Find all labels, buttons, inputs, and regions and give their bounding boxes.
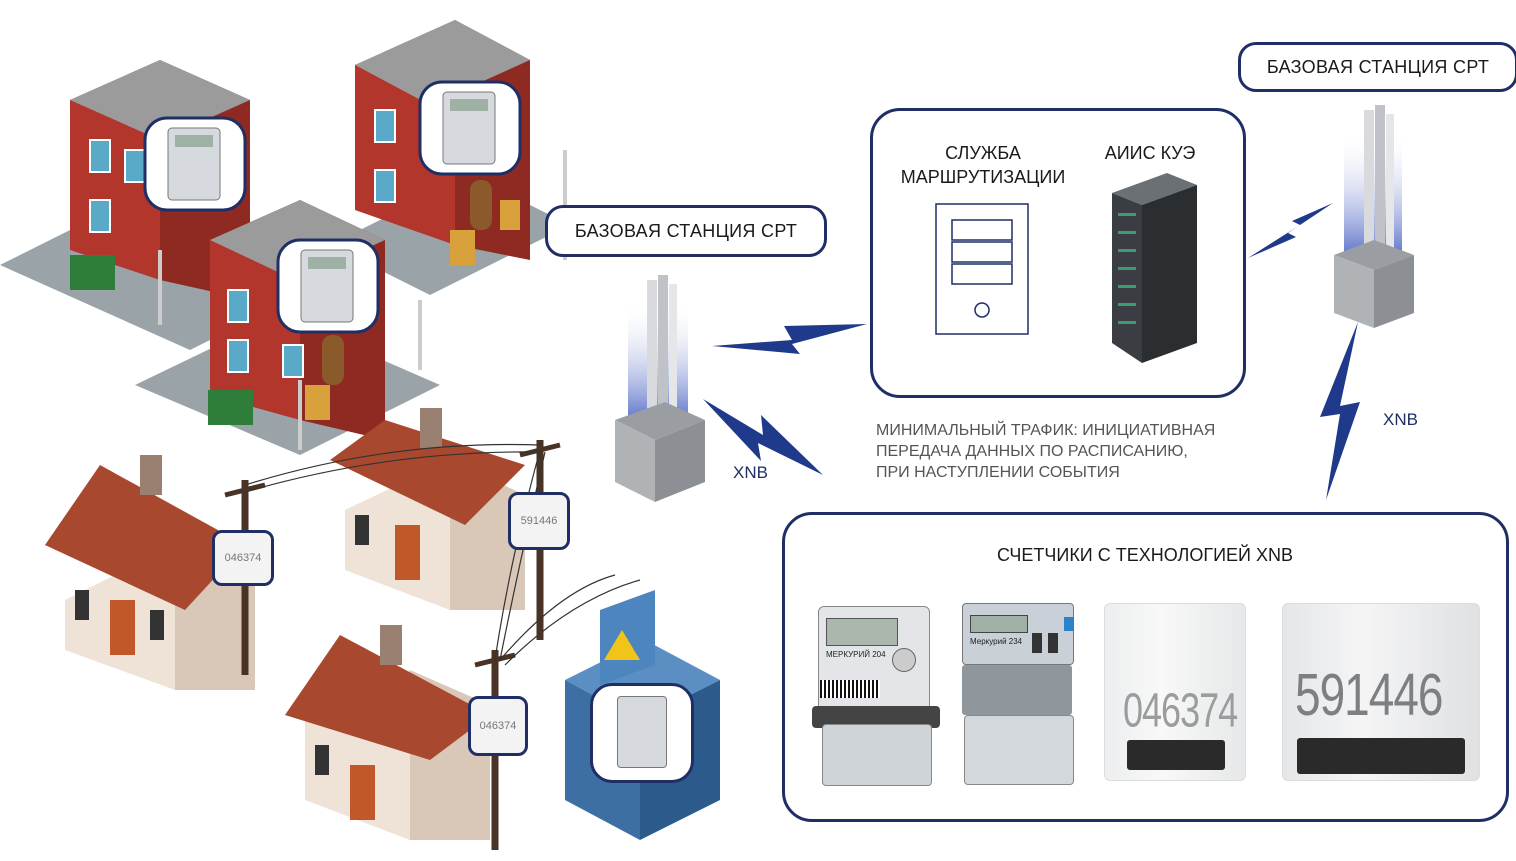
meter-046374: 046374 xyxy=(1104,603,1246,781)
lightning-bolt-right-1 xyxy=(1248,203,1333,258)
house-3 xyxy=(285,625,490,840)
aiis-label: АИИС КУЭ xyxy=(1104,143,1196,163)
lightning-bolt-left-2 xyxy=(703,399,823,475)
base-station-right-label: БАЗОВАЯ СТАНЦИЯ СРТ xyxy=(1238,42,1516,92)
meter-mercury-234: Меркурий 234 xyxy=(960,603,1082,785)
xnb-left-label: XNB xyxy=(733,463,768,482)
pole-meter-bottom: 046374 xyxy=(468,696,528,756)
lightning-bolt-left-1 xyxy=(712,324,867,354)
pole-meter-bottom-number: 046374 xyxy=(479,720,517,732)
traffic-note-line-1: МИНИМАЛЬНЫЙ ТРАФИК: ИНИЦИАТИВНАЯ xyxy=(876,422,1216,439)
base-station-left-label: БАЗОВАЯ СТАНЦИЯ СРТ xyxy=(545,205,827,257)
traffic-note-line-2: ПЕРЕДАЧА ДАННЫХ ПО РАСПИСАНИЮ, xyxy=(876,443,1188,460)
building-meter-badge-1 xyxy=(143,116,247,212)
meter-mercury-204: МЕРКУРИЙ 204 xyxy=(812,606,940,786)
kiosk-meter-badge xyxy=(590,683,694,783)
house-2 xyxy=(330,408,525,610)
building-meter-badge-2 xyxy=(418,80,522,176)
meter-2-brand: Меркурий 234 xyxy=(970,637,1023,646)
traffic-note-line-3: ПРИ НАСТУПЛЕНИИ СОБЫТИЯ xyxy=(876,464,1120,481)
pole-meter-right: 591446 xyxy=(508,492,570,550)
building-meter-badge-3 xyxy=(276,238,380,334)
base-station-left-tower xyxy=(615,275,705,502)
base-station-right-tower xyxy=(1334,105,1414,328)
routing-service-label: СЛУЖБА МАРШРУТИЗАЦИИ xyxy=(900,143,1066,187)
meter-1-brand: МЕРКУРИЙ 204 xyxy=(826,650,886,659)
pole-meter-right-number: 591446 xyxy=(520,515,558,527)
pole-meter-left-number: 046374 xyxy=(224,552,262,564)
traffic-note: МИНИМАЛЬНЫЙ ТРАФИК: ИНИЦИАТИВНАЯ ПЕРЕДАЧ… xyxy=(876,420,1215,483)
routing-server-icon xyxy=(935,203,1029,335)
lightning-bolt-right-2 xyxy=(1320,322,1360,500)
xnb-right-label: XNB xyxy=(1383,410,1418,429)
meter-4-number: 591446 xyxy=(1295,660,1443,728)
meters-title: СЧЕТЧИКИ С ТЕХНОЛОГИЕЙ XNB xyxy=(996,545,1293,565)
aiis-rack-icon xyxy=(1112,173,1197,363)
meter-591446: 591446 xyxy=(1282,603,1480,781)
pole-meter-left: 046374 xyxy=(212,530,274,586)
meter-3-number: 046374 xyxy=(1123,682,1238,738)
